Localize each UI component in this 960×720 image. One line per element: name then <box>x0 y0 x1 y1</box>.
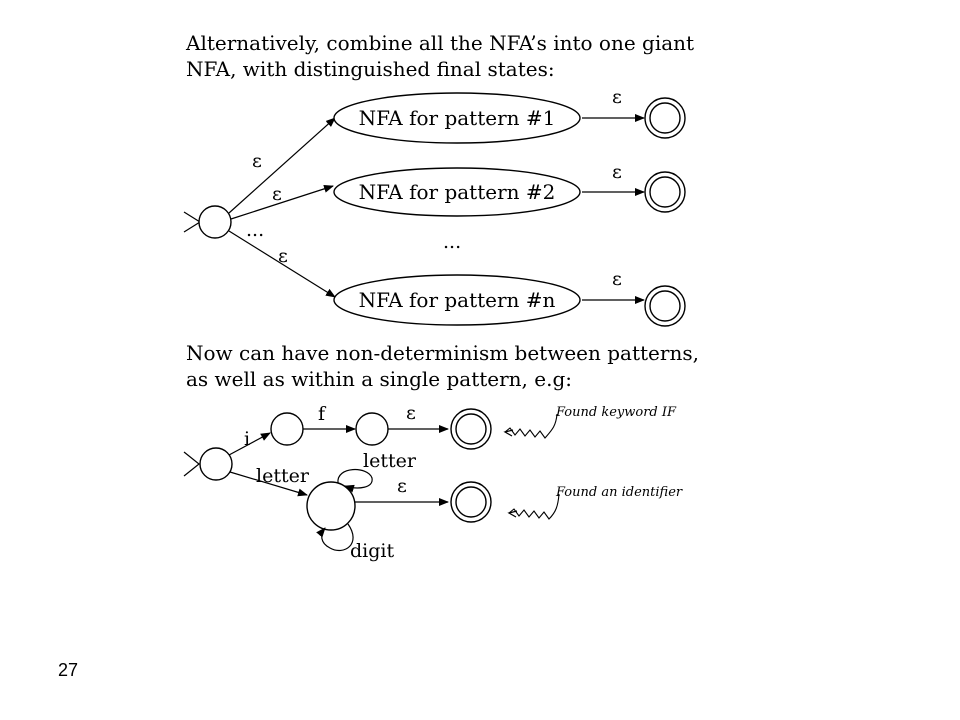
letter-loop <box>337 469 373 493</box>
label-digit-loop: digit <box>350 540 394 562</box>
ellipsis-start: ... <box>246 219 264 241</box>
identifier-squiggle-tip <box>507 510 518 518</box>
example-start-arrow <box>183 451 200 477</box>
nondeterminism-line-2: as well as within a single pattern, e.g: <box>186 367 573 391</box>
final-state-1 <box>644 97 686 139</box>
label-f: f <box>318 403 327 425</box>
nondeterminism-line-1: Now can have non-determinism between pat… <box>186 341 699 365</box>
epsilon-edge-1 <box>228 117 336 214</box>
intro-paragraph: Alternatively, combine all the NFA’s int… <box>186 30 694 82</box>
nfa-pattern-n-label: NFA for pattern #n <box>359 288 556 312</box>
intro-line-1: Alternatively, combine all the NFA’s int… <box>186 31 695 55</box>
final-state-n <box>644 285 686 327</box>
keyword-squiggle <box>504 413 558 439</box>
epsilon-edge-2 <box>230 184 334 220</box>
note-found-keyword: Found keyword IF <box>555 405 677 420</box>
nfa-pattern-1-box <box>333 92 581 144</box>
final-epsilon-n: ε <box>612 268 622 290</box>
identifier-final-state <box>450 481 492 523</box>
nondeterminism-paragraph: Now can have non-determinism between pat… <box>186 340 699 392</box>
final-state-2 <box>644 171 686 213</box>
label-letter-loop: letter <box>363 450 417 472</box>
epsilon-label-2: ε <box>272 183 282 205</box>
keyword-final-state <box>450 408 492 450</box>
label-epsilon-keyword: ε <box>406 402 416 424</box>
state-after-i <box>270 412 304 446</box>
combined-start-state <box>198 205 232 239</box>
identifier-state <box>306 481 356 531</box>
example-start-state <box>199 447 233 481</box>
example-nfa: i f ε letter letter digit ε <box>183 402 683 562</box>
edge-letter <box>229 471 308 497</box>
label-epsilon-identifier: ε <box>397 475 407 497</box>
epsilon-edge-n <box>228 230 336 298</box>
intro-line-2: NFA, with distinguished final states: <box>186 57 555 81</box>
epsilon-label-1: ε <box>252 150 262 172</box>
state-after-f <box>355 412 389 446</box>
identifier-squiggle <box>508 493 560 520</box>
note-found-identifier: Found an identifier <box>555 485 683 500</box>
nfa-pattern-2-box <box>333 167 581 217</box>
label-i: i <box>244 428 250 450</box>
nfa-pattern-2-label: NFA for pattern #2 <box>359 180 556 204</box>
digit-loop <box>316 523 354 552</box>
edge-i <box>228 432 271 456</box>
ellipsis-middle: ... <box>443 231 461 253</box>
keyword-squiggle-tip <box>503 429 514 437</box>
final-epsilon-1: ε <box>612 86 622 108</box>
epsilon-label-n: ε <box>278 245 288 267</box>
final-epsilon-2: ε <box>612 161 622 183</box>
nfa-pattern-n-box <box>333 274 581 326</box>
start-arrow <box>183 211 202 233</box>
label-letter-edge: letter <box>256 465 310 487</box>
combined-nfa: ε ε ε ... ... NFA for pattern #1 NFA for… <box>183 86 686 327</box>
nfa-pattern-1-label: NFA for pattern #1 <box>359 106 556 130</box>
page-number: 27 <box>58 660 79 680</box>
